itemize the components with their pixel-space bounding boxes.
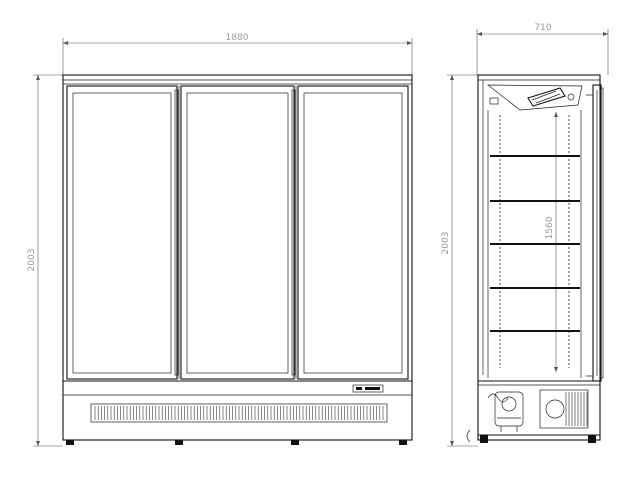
side-view: 710 2003 bbox=[441, 23, 609, 447]
shelf bbox=[490, 155, 580, 157]
side-inner-height-label: 1560 bbox=[545, 216, 555, 239]
door-left bbox=[66, 85, 178, 380]
side-feet bbox=[466, 429, 596, 443]
shelf bbox=[490, 330, 580, 332]
door-right bbox=[297, 85, 409, 380]
side-height-label: 2003 bbox=[441, 232, 451, 255]
side-inner-height-dimension: 1560 bbox=[545, 112, 558, 372]
front-view: 1880 2003 bbox=[27, 33, 413, 447]
condenser-unit bbox=[539, 389, 589, 429]
side-depth-label: 710 bbox=[534, 23, 551, 33]
side-height-dimension: 2003 bbox=[441, 74, 478, 447]
door-handle-left bbox=[174, 89, 179, 376]
compressor-unit bbox=[487, 391, 524, 432]
shelf bbox=[490, 287, 580, 289]
shelves bbox=[490, 155, 580, 332]
front-height-label: 2003 bbox=[27, 249, 37, 272]
front-height-dimension: 2003 bbox=[27, 74, 63, 447]
ventilation-grille bbox=[90, 403, 388, 423]
evaporator-fan-unit bbox=[486, 84, 583, 111]
door-handle-right bbox=[291, 89, 296, 376]
front-feet bbox=[66, 440, 407, 445]
side-door-profile bbox=[586, 84, 604, 382]
front-doors bbox=[66, 85, 409, 380]
shelf bbox=[490, 200, 580, 202]
control-display bbox=[352, 384, 384, 393]
shelf bbox=[490, 243, 580, 245]
side-depth-dimension: 710 bbox=[476, 23, 609, 75]
front-width-label: 1880 bbox=[226, 33, 249, 43]
front-width-dimension: 1880 bbox=[62, 33, 413, 75]
door-middle bbox=[180, 85, 295, 380]
